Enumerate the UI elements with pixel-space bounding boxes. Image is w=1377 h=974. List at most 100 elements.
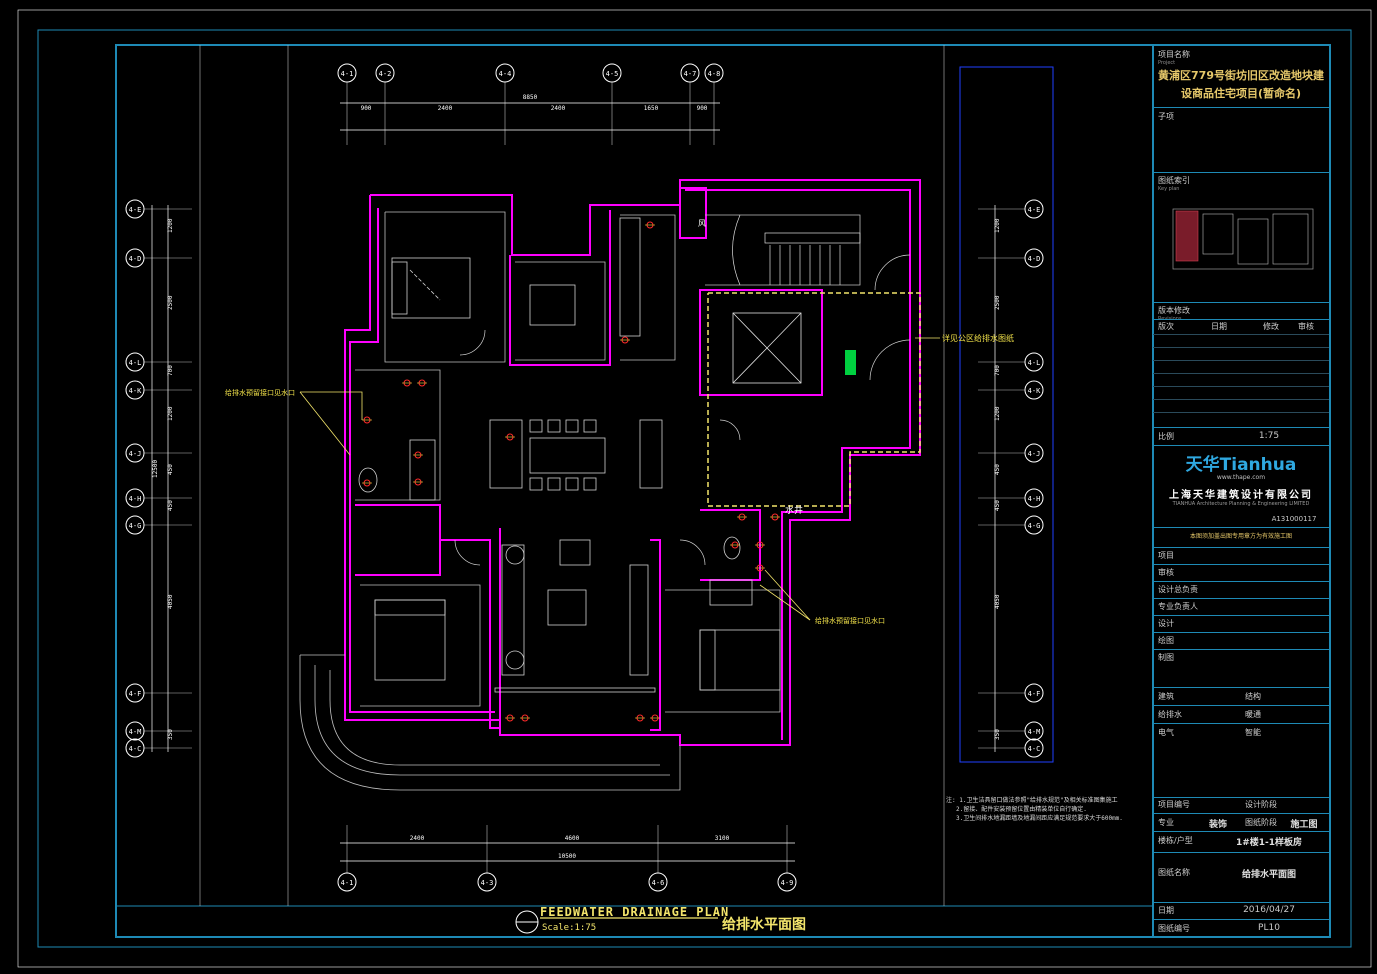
living-furniture	[494, 539, 656, 693]
drawing-scale: Scale:1:75	[542, 923, 597, 933]
dim-text: 1200	[167, 218, 174, 233]
stage-value: 施工图	[1290, 820, 1318, 830]
axis-bubble: 4-J	[125, 443, 145, 463]
axis-bubble: 4-C	[125, 738, 145, 758]
axis-bubble: 4-C	[1024, 738, 1044, 758]
job-no-label: 项目编号	[1158, 800, 1190, 809]
axis-bubble: 4-E	[1024, 199, 1044, 219]
axis-label: 4-E	[1028, 206, 1041, 214]
water-point	[413, 478, 423, 486]
dim-text: 2500	[167, 295, 174, 310]
building-label: 楼栋/户型	[1158, 836, 1193, 845]
axis-label: 4-H	[129, 495, 142, 503]
water-point	[635, 714, 645, 722]
callout-left-water-interface: 给排水预留接口见水口	[225, 389, 295, 397]
axis-label: 4-1	[341, 879, 354, 887]
drawing-no-label: 图纸编号	[1158, 924, 1190, 933]
axis-label: 4-G	[129, 522, 142, 530]
dim-text: 900	[361, 105, 372, 112]
water-point	[413, 451, 423, 459]
bed-top-left	[391, 257, 471, 319]
callout-public-area: 详见公区给排水图纸	[942, 334, 1014, 343]
water-points	[362, 221, 780, 722]
room-label-water-well: 水井	[785, 506, 804, 516]
project-name-line2: 设商品住宅项目(暂命名)	[1180, 87, 1302, 100]
axis-bubble: 4-D	[125, 248, 145, 268]
discipline-label: 暖通	[1245, 710, 1261, 719]
axis-label: 4-M	[1028, 728, 1041, 736]
role-label: 制图	[1158, 653, 1174, 662]
design-notes: 注: 1.卫生洁具留口做法参照"给排水规范"及相关标准图集施工 2.留接、配件安…	[946, 796, 1123, 823]
discipline-label: 智能	[1245, 728, 1261, 737]
water-point	[770, 513, 780, 521]
axis-bubble: 4-F	[1024, 683, 1044, 703]
axis-bubble: 4-H	[1024, 488, 1044, 508]
brand-url: www.thape.com	[1216, 474, 1266, 481]
design-stage-label: 设计阶段	[1245, 800, 1277, 809]
dim-text: 3100	[715, 835, 730, 842]
role-label: 绘图	[1158, 636, 1174, 645]
axis-label: 4-G	[1028, 522, 1041, 530]
outer-frame	[37, 29, 1352, 948]
axis-bubble: 4-K	[1024, 380, 1044, 400]
role-label: 设计	[1158, 619, 1174, 628]
dim-text: 4050	[994, 594, 1001, 609]
dim-total: 8850	[523, 94, 538, 101]
role-label: 专业负责人	[1158, 602, 1198, 611]
water-point	[402, 379, 412, 387]
shaft-elevation-box	[959, 66, 1054, 763]
axis-label: 4-5	[606, 70, 619, 78]
dim-total: 10500	[558, 853, 576, 860]
axis-bubble: 4-6	[648, 872, 668, 892]
axis-bubble: 4-G	[1024, 515, 1044, 535]
axis-label: 4-8	[708, 70, 721, 78]
dim-text: 450	[167, 464, 174, 475]
water-point	[505, 433, 515, 441]
discipline-label: 结构	[1245, 692, 1261, 701]
axis-label: 4-9	[781, 879, 794, 887]
public-area-boundary	[707, 292, 921, 507]
discipline-label: 给排水	[1158, 710, 1182, 719]
rev-col: 修改	[1263, 322, 1279, 331]
axis-label: 4-L	[1028, 359, 1041, 367]
dim-text: 450	[167, 500, 174, 511]
callout-right-water-interface: 给排水预留接口见水口	[815, 617, 885, 625]
axis-bubble: 4-K	[125, 380, 145, 400]
axis-bubble: 4-F	[125, 683, 145, 703]
axis-bubble: 4-1	[337, 872, 357, 892]
role-label: 项目	[1158, 551, 1174, 560]
dim-text: 4050	[167, 594, 174, 609]
axis-label: 4-H	[1028, 495, 1041, 503]
axis-bubble: 4-5	[602, 63, 622, 83]
axis-label: 4-7	[684, 70, 697, 78]
axis-bubble: 4-8	[704, 63, 724, 83]
dim-text: 900	[697, 105, 708, 112]
scale-label: 比例	[1158, 432, 1174, 441]
beds-bottom	[374, 599, 781, 691]
project-name-line1: 黄浦区779号街坊旧区改造地块建	[1158, 69, 1324, 82]
axis-label: 4-L	[129, 359, 142, 367]
company-name-cn: 上海天华建筑设计有限公司	[1169, 490, 1313, 501]
dim-text: 450	[994, 500, 1001, 511]
note-line: 2.留接、配件安装预留位置由精装单位自行确定.	[956, 806, 1087, 813]
bathroom-fixtures	[358, 217, 753, 606]
inner-frame	[115, 44, 1331, 938]
rev-col: 版次	[1158, 322, 1174, 331]
walls	[344, 179, 921, 746]
dim-text: 1200	[994, 218, 1001, 233]
axis-label: 4-D	[129, 255, 142, 263]
room-label-wind: 风	[698, 219, 706, 228]
water-point	[755, 564, 765, 572]
note-line: 3.卫生间排水地漏距墙及地漏间距应满足规范要求大于600mm.	[956, 815, 1123, 822]
axis-bubble: 4-L	[1024, 352, 1044, 372]
note-line: 注: 1.卫生洁具留口做法参照"给排水规范"及相关标准图集施工	[946, 797, 1118, 804]
date-value: 2016/04/27	[1243, 905, 1295, 915]
water-point	[737, 513, 747, 521]
cert-number: A131000117	[1271, 515, 1317, 523]
water-point	[417, 379, 427, 387]
water-point	[755, 541, 765, 549]
doors	[454, 254, 911, 566]
axis-label: 4-C	[129, 745, 142, 753]
axis-bubble: 4-E	[125, 199, 145, 219]
